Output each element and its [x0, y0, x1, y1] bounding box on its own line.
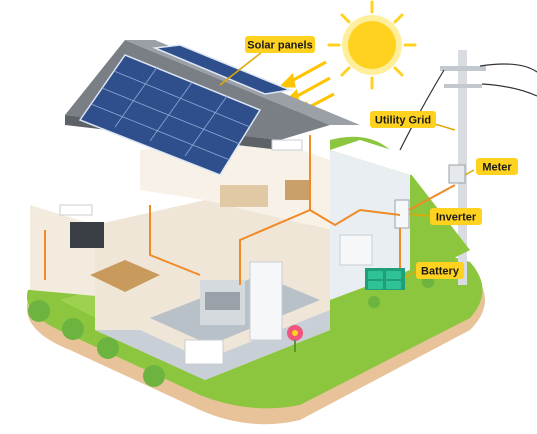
label-inverter-text: Inverter	[436, 212, 477, 224]
label-inverter: Inverter	[430, 208, 482, 225]
label-battery-text: Battery	[421, 266, 460, 278]
label-utility-grid-text: Utility Grid	[375, 115, 431, 127]
label-meter-text: Meter	[482, 162, 512, 174]
label-battery: Battery	[416, 262, 464, 279]
wiring	[44, 135, 456, 285]
label-solar-panels-text: Solar panels	[247, 40, 312, 52]
label-meter: Meter	[476, 158, 518, 175]
label-solar-panels: Solar panels	[245, 36, 315, 53]
sun-icon	[327, 0, 417, 90]
label-utility-grid: Utility Grid	[370, 111, 436, 128]
utility-pole	[399, 50, 537, 285]
solar-panel-array	[78, 44, 293, 176]
